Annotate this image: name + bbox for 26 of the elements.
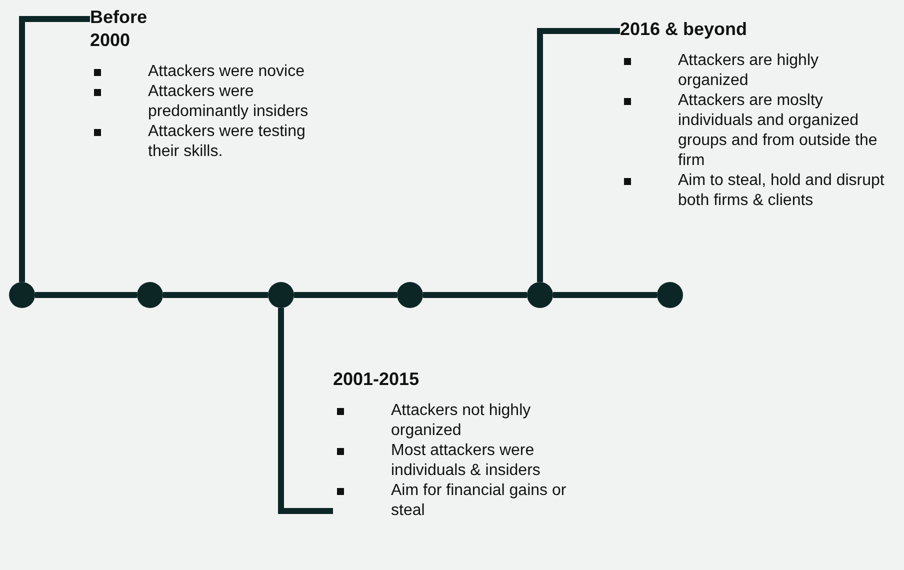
bullet-text: Attackers were predominantly insiders — [148, 83, 308, 120]
timeline-dot — [9, 282, 35, 308]
timeline-dot — [268, 282, 294, 308]
period-heading: Before 2000 — [90, 6, 148, 52]
bullet-text: Most attackers were individuals & insiders — [391, 442, 540, 479]
period-heading: 2016 & beyond — [620, 18, 748, 41]
connector-line — [423, 292, 527, 298]
connector-line — [553, 292, 657, 298]
connector-line — [537, 28, 620, 282]
timeline-dot — [527, 282, 553, 308]
bullet-text: Attackers were novice — [148, 63, 305, 80]
timeline-dot — [657, 282, 683, 308]
connector-line — [294, 292, 397, 298]
timeline-dot — [397, 282, 423, 308]
connector-line — [19, 16, 90, 282]
bullet-text: Aim for financial gains or steal — [391, 482, 566, 519]
bullet-text: Attackers were testing their skills. — [148, 123, 306, 160]
timeline-dot — [137, 282, 163, 308]
connector-line — [278, 308, 333, 514]
connector-line — [163, 292, 268, 298]
bullet-text: Attackers not highly organized — [391, 402, 531, 439]
bullet-text: Attackers are moslty individuals and organized groups and from outside the firm — [678, 92, 878, 169]
bullet-text: Aim to steal, hold and disrupt both firms & clients — [678, 172, 884, 209]
bullet-text: Attackers are highly organized — [678, 52, 819, 89]
connector-line — [35, 292, 137, 298]
period-heading: 2001-2015 — [333, 368, 420, 391]
